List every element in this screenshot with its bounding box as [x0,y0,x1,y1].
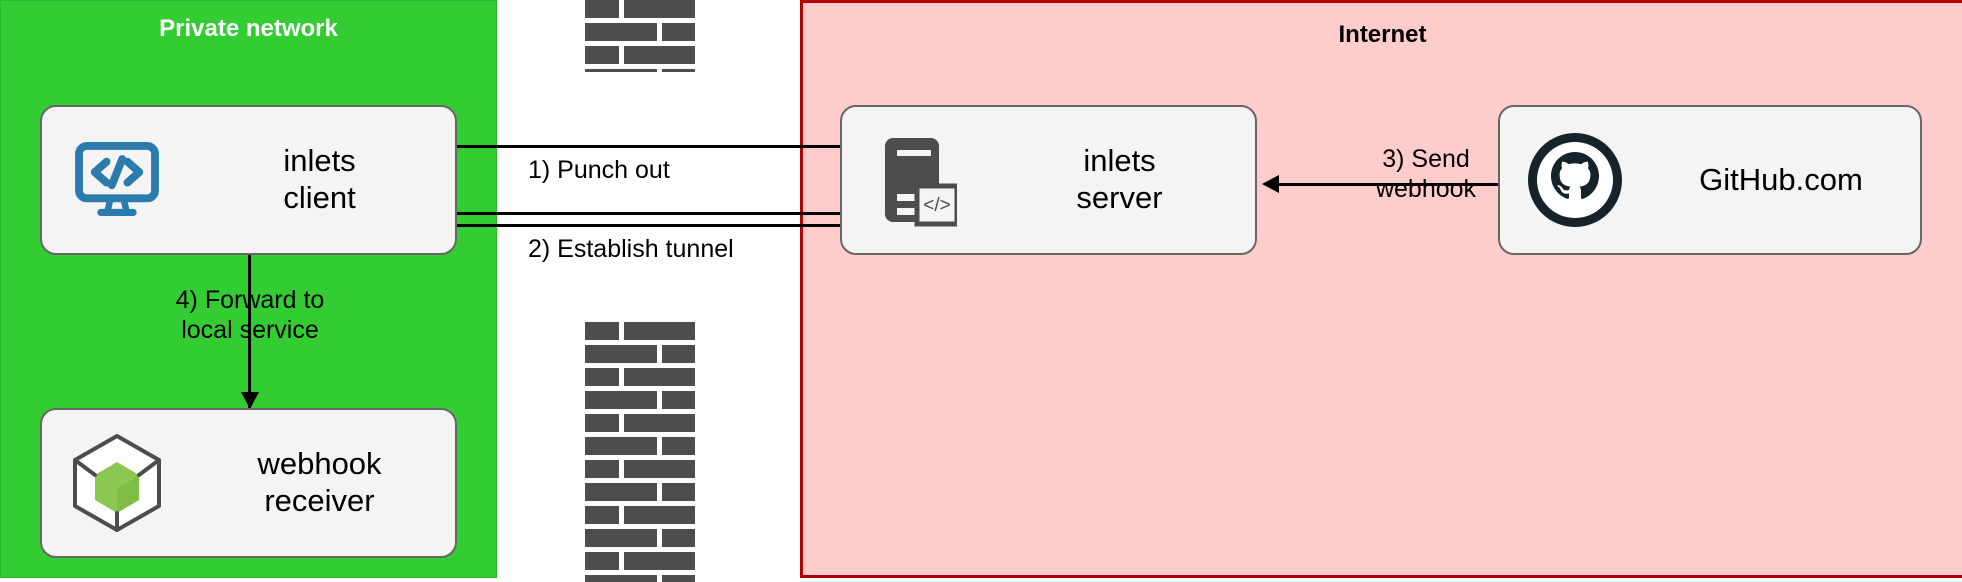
edge-label-forward-to-local-service: 4) Forward to local service [175,286,325,344]
server-code-icon: </> [842,132,992,228]
github-octocat-icon [1500,128,1650,232]
node-github-label: GitHub.com [1699,161,1863,197]
code-monitor-icon [42,142,192,218]
edge-forward-local-arrowhead [241,392,259,409]
cube-package-icon [42,431,192,535]
edge-label-send-webhook: 3) Send webhook [1375,145,1477,203]
brick-wall-icon [585,322,695,582]
node-webhook-receiver[interactable]: webhook receiver [40,408,457,558]
node-github[interactable]: GitHub.com [1498,105,1922,255]
node-inlets-client-label: inlets client [283,143,356,215]
brick-wall-icon [585,0,695,72]
edge-establish-tunnel-line-bottom [455,224,855,227]
edge-forward-local-line [248,253,251,408]
zone-internet: Internet [800,0,1962,578]
edge-punch-out-line [455,145,850,148]
svg-text:</>: </> [923,195,950,216]
edge-label-establish-tunnel: 2) Establish tunnel [528,235,734,263]
zone-private-network-title: Private network [159,15,338,42]
node-inlets-server[interactable]: </> inlets server [840,105,1257,255]
edge-label-punch-out: 1) Punch out [528,156,670,184]
zone-internet-title: Internet [1338,21,1427,48]
node-inlets-server-label: inlets server [1076,143,1163,215]
edge-send-webhook-line [1276,183,1501,186]
edge-send-webhook-arrowhead [1262,175,1279,193]
node-inlets-client[interactable]: inlets client [40,105,457,255]
edge-establish-tunnel-line-top [455,212,855,215]
node-webhook-receiver-label: webhook receiver [257,446,382,518]
